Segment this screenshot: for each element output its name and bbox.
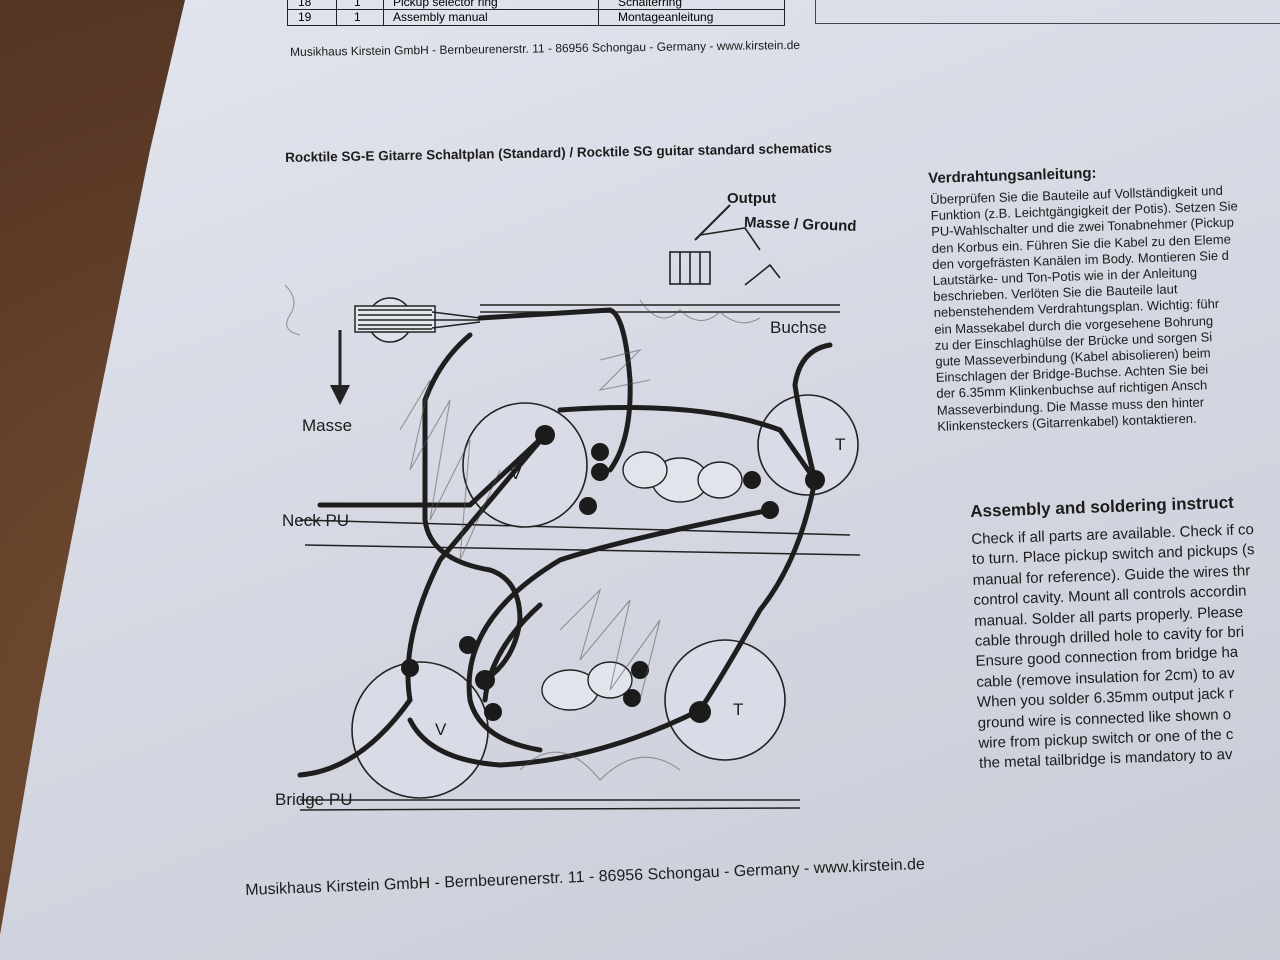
instructions-en-body: Check if all parts are available. Check … [971,520,1262,775]
table-cell: Assembly manual [393,10,488,24]
label-bridge-pickup: Bridge PU [275,790,353,809]
label-neck-pickup: Neck PU [282,511,350,530]
label-masse: Masse [302,416,353,435]
table-divider [598,0,599,25]
table-cell: 1 [354,10,361,24]
solder-points [401,425,825,723]
table-divider [383,0,384,25]
parts-table: 18 1 Pickup selector ring Schalterring 1… [287,0,785,26]
label-volume: V [510,464,522,483]
label-volume: V [435,720,447,739]
label-tone: T [835,435,846,454]
instructions-de-body: Überprüfen Sie die Bauteile auf Vollstän… [930,182,1245,435]
tone-pot-bridge [664,639,786,761]
ground-arrow-head [330,385,350,405]
label-tone: T [733,700,744,719]
table-cell: 19 [298,10,312,24]
table-cell: Montageanleitung [618,10,714,24]
label-jack: Buchse [770,318,827,337]
table-cell: Pickup selector ring [393,0,498,9]
pencil-scribbles [284,284,761,781]
wires [297,307,833,778]
table-divider [336,0,337,25]
pickup-switch [354,297,481,343]
header-box [815,0,1280,24]
body-edge-line [299,519,851,536]
table-cell: Schalterring [618,0,683,9]
table-row: 19 1 Assembly manual Montageanleitung [288,10,784,24]
table-cell: 18 [298,0,312,9]
label-output: Output [727,190,777,207]
table-row: 18 1 Pickup selector ring Schalterring [288,0,784,10]
output-jack-icon [669,204,781,286]
table-cell: 1 [354,0,361,9]
